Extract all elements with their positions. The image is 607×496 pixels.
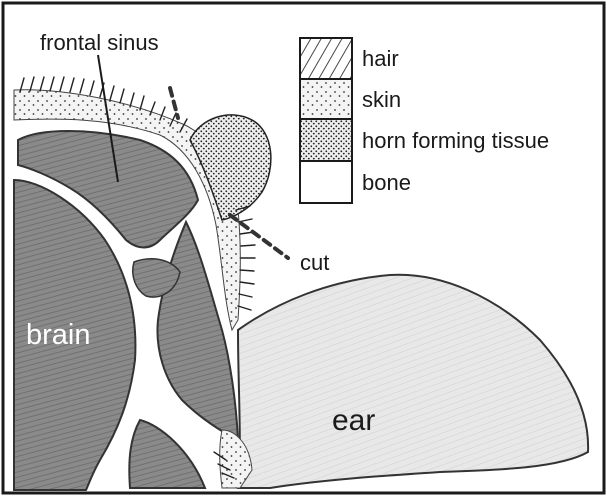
- legend-swatch-skin: [300, 79, 352, 119]
- ear-label: ear: [332, 404, 375, 437]
- cut-label: cut: [300, 250, 329, 275]
- legend-label-hair: hair: [362, 46, 399, 71]
- legend-label-skin: skin: [362, 87, 401, 112]
- legend-swatch-bone: [300, 161, 352, 203]
- legend-label-horn: horn forming tissue: [362, 128, 549, 153]
- legend-swatch-hair: [300, 38, 352, 79]
- legend-swatch-horn: [300, 119, 352, 161]
- brain-label: brain: [26, 319, 91, 351]
- frontal-sinus-label: frontal sinus: [40, 30, 159, 55]
- legend-label-bone: bone: [362, 170, 411, 195]
